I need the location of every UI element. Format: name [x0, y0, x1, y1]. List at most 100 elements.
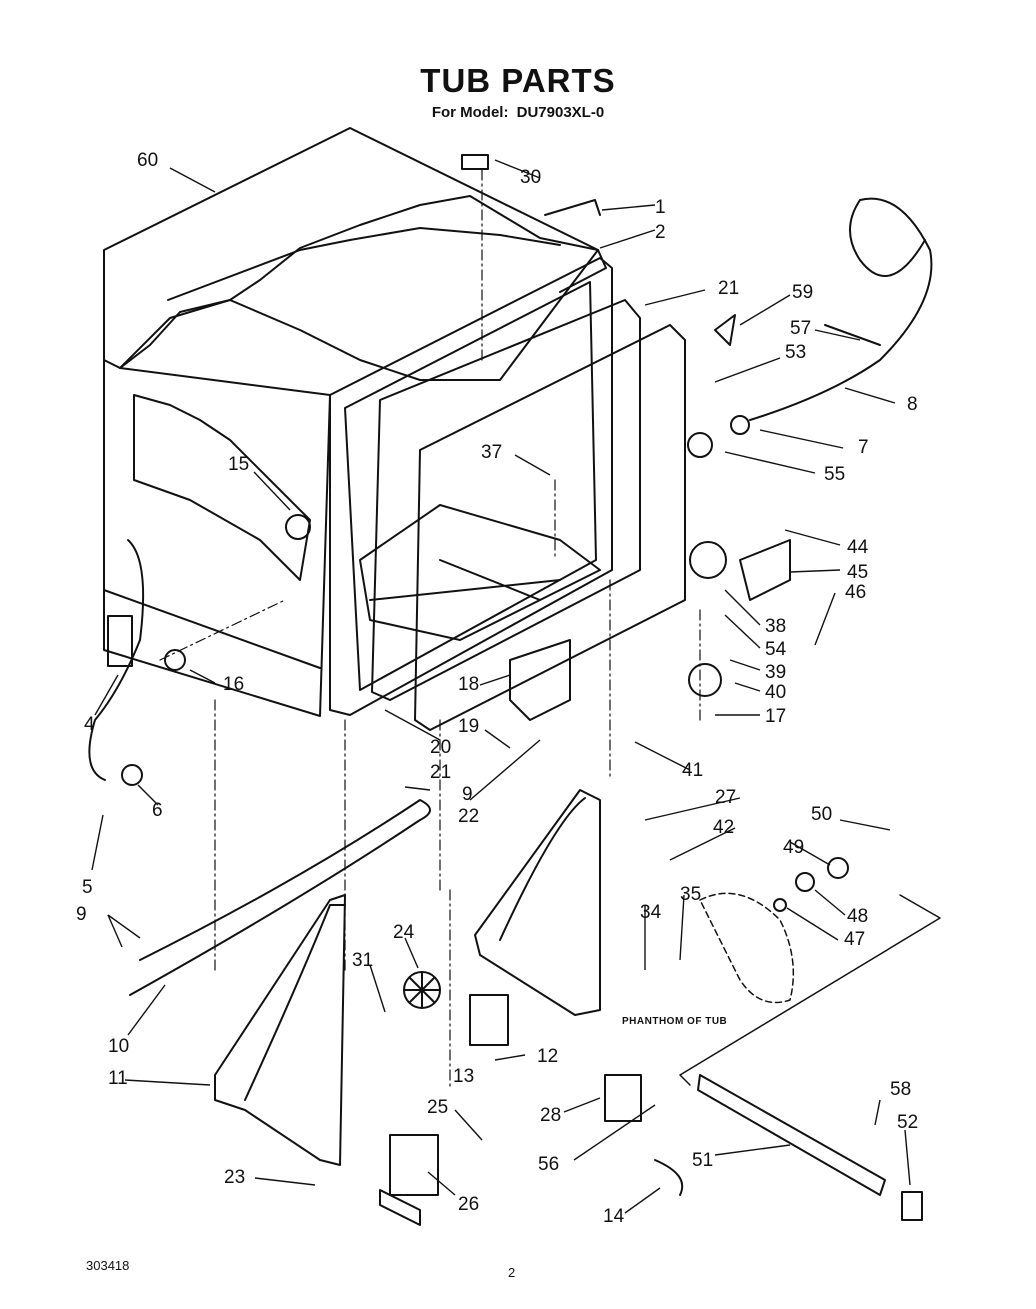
page-number: 2	[508, 1265, 516, 1280]
part-label-20: 20	[430, 737, 451, 758]
tub-side-cutout	[133, 394, 311, 581]
fitting-55	[687, 432, 713, 458]
part-label-28: 28	[540, 1105, 561, 1126]
inlet-valve	[389, 1134, 439, 1196]
part-label-31: 31	[352, 950, 373, 971]
part-label-12: 12	[537, 1046, 558, 1067]
ring-7	[730, 415, 750, 435]
left-hinge-arm	[244, 904, 346, 1101]
part-label-14: 14	[603, 1206, 625, 1227]
part-label-49: 49	[783, 837, 804, 858]
fill-hose	[749, 197, 933, 421]
part-label-10: 10	[108, 1036, 129, 1057]
phantom-label: PHANTHOM OF TUB	[622, 1016, 727, 1027]
tub-floor-cross	[369, 559, 561, 601]
kickplate	[697, 1074, 886, 1196]
phantom-tub-outline	[699, 892, 795, 1004]
spray-arm-hub	[688, 663, 722, 697]
clip-14	[654, 1159, 684, 1196]
part-label-9: 9	[76, 904, 87, 925]
vent-assembly	[509, 639, 571, 721]
rinse-aid-cap	[689, 541, 727, 579]
door-frame	[329, 257, 613, 716]
tub-top	[119, 249, 607, 381]
part-label-57: 57	[790, 318, 811, 339]
tub-floor	[359, 504, 601, 641]
part-label-24: 24	[393, 922, 415, 943]
part-label-23: 23	[224, 1167, 245, 1188]
washer-48	[795, 872, 815, 892]
model-number: DU7903XL-0	[516, 104, 605, 121]
part-label-51: 51	[692, 1150, 713, 1171]
part-label-35: 35	[680, 884, 701, 905]
part-label-15: 15	[228, 454, 249, 475]
part-label-42: 42	[713, 817, 734, 838]
part-label-26: 26	[458, 1194, 479, 1215]
part-label-4: 4	[84, 714, 95, 735]
left-door-hinge	[214, 894, 346, 1166]
filter-bracket	[739, 539, 791, 601]
leader-lines	[91, 159, 911, 1214]
clip-1	[544, 199, 601, 216]
bracket-28	[604, 1074, 642, 1122]
part-label-5: 5	[82, 877, 93, 898]
cap-52	[901, 1191, 923, 1221]
tub-bottom-edge	[103, 589, 321, 669]
washer-47	[773, 898, 787, 912]
part-label-58: 58	[890, 1079, 911, 1100]
plate-30	[461, 154, 489, 170]
document-number: 303418	[86, 1258, 130, 1273]
part-label-8: 8	[907, 394, 918, 415]
grommet-16	[164, 649, 186, 671]
part-label-11: 11	[108, 1068, 128, 1089]
wheel-24-spokes	[404, 972, 440, 1008]
alignment-lines	[159, 169, 701, 1091]
door-frame-inner	[344, 281, 597, 691]
part-label-30: 30	[520, 167, 541, 188]
part-label-13: 13	[453, 1066, 474, 1087]
model-label: For Model:	[431, 104, 509, 121]
part-label-47: 47	[844, 929, 865, 950]
drain-hose	[88, 539, 145, 781]
tub-left-side	[103, 359, 331, 717]
drain-hose-clamp	[107, 615, 133, 667]
right-hinge-arm	[499, 797, 586, 941]
part-label-39: 39	[765, 662, 786, 683]
blanket-edge	[167, 227, 561, 301]
part-label-44: 44	[847, 537, 869, 558]
part-label-21: 21	[718, 278, 739, 299]
strip-57	[824, 324, 881, 346]
part-label-27: 27	[715, 787, 736, 808]
heating-element	[129, 799, 431, 996]
part-label-45: 45	[847, 562, 868, 583]
part-label-40: 40	[765, 682, 786, 703]
support-frame	[679, 894, 941, 1086]
part-label-19: 19	[458, 716, 479, 737]
part-label-60: 60	[137, 150, 158, 171]
part-label-9: 9	[462, 784, 473, 805]
part-label-21: 21	[430, 762, 451, 783]
part-label-41: 41	[682, 760, 703, 781]
part-label-53: 53	[785, 342, 806, 363]
part-label-55: 55	[824, 464, 845, 485]
part-label-18: 18	[458, 674, 479, 695]
page-title: TUB PARTS	[420, 62, 616, 99]
part-label-25: 25	[427, 1097, 448, 1118]
part-label-59: 59	[792, 282, 813, 303]
nut-15	[285, 514, 311, 540]
part-label-50: 50	[811, 804, 832, 825]
part-label-16: 16	[223, 674, 244, 695]
door-gasket-upper	[371, 299, 641, 701]
part-label-34: 34	[640, 902, 662, 923]
model-subtitle: For Model: DU7903XL-0	[0, 104, 1036, 121]
insulation-blanket	[103, 127, 599, 369]
bracket-13	[469, 994, 509, 1046]
part-label-56: 56	[538, 1154, 559, 1175]
part-label-6: 6	[152, 800, 163, 821]
part-label-22: 22	[458, 806, 479, 827]
part-label-1: 1	[655, 197, 666, 218]
part-label-7: 7	[858, 437, 869, 458]
part-label-2: 2	[655, 222, 666, 243]
part-label-38: 38	[765, 616, 786, 637]
